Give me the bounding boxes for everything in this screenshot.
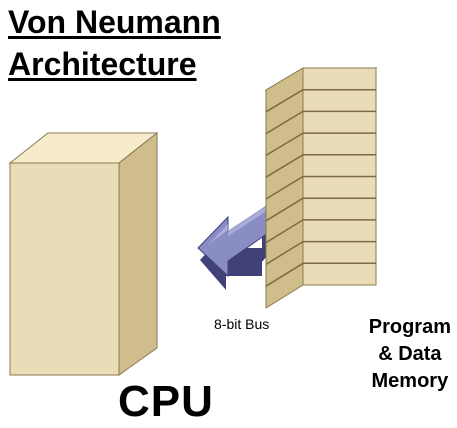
bus-label: 8-bit Bus	[214, 316, 270, 332]
memory-label-line-1: Program	[368, 316, 451, 338]
memory-slot-divider-side	[265, 175, 304, 200]
title-line-2: Architecture	[8, 45, 197, 82]
memory-label-line-3: Memory	[371, 370, 449, 392]
memory-block	[264, 67, 378, 309]
memory-label-line-2: & Data	[378, 343, 442, 365]
cpu-block-side	[118, 131, 158, 376]
memory-slot-dividers	[265, 88, 376, 287]
memory-slot-divider-side	[265, 132, 304, 157]
memory-slot-divider-side	[265, 262, 304, 287]
title-line-1: Von Neumann	[8, 4, 221, 40]
memory-label: Program & Data Memory	[369, 314, 451, 395]
memory-slot-divider-side	[265, 240, 304, 266]
diagram-title: Von Neumann Architecture	[8, 2, 221, 85]
memory-slot-divider-side	[265, 197, 304, 222]
cpu-label: CPU	[118, 377, 214, 426]
cpu-block-front	[9, 162, 120, 376]
memory-slot-divider-side	[265, 89, 304, 113]
memory-slot-divider-side	[265, 219, 304, 244]
memory-slot-divider-side	[265, 110, 304, 135]
cpu-block	[8, 131, 159, 376]
memory-slot-divider-side	[265, 154, 304, 178]
